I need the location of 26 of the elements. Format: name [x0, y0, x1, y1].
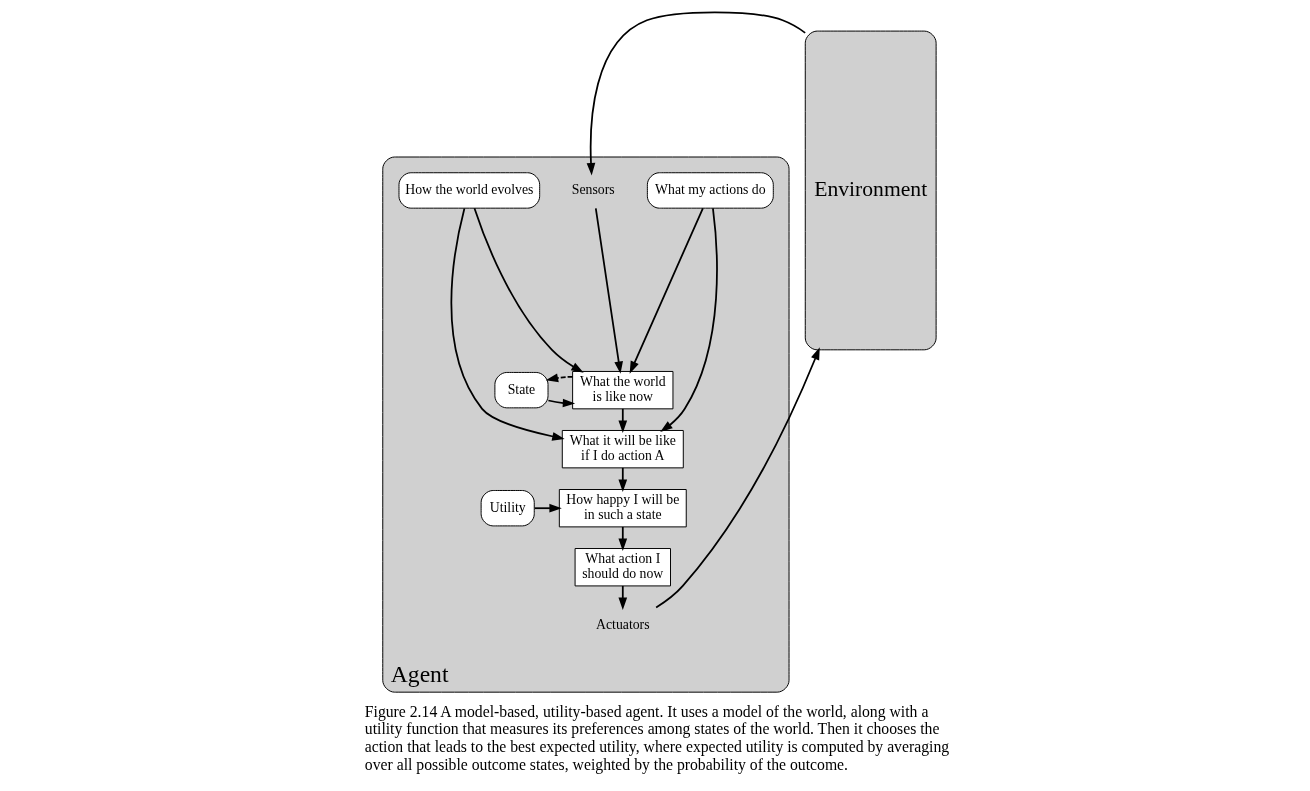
arrow — [545, 373, 573, 383]
node-box: Utility — [480, 490, 535, 527]
node-box: How happy I will be in such a state — [558, 489, 687, 528]
arrow — [654, 347, 820, 609]
arrow — [594, 207, 623, 374]
arrow — [449, 207, 565, 441]
arrow — [533, 503, 562, 513]
arrow — [629, 207, 704, 374]
node-box: How the world evolves — [398, 172, 540, 209]
arrow — [473, 207, 584, 373]
node-box: What the world is like now — [571, 370, 673, 410]
node-box: State — [493, 371, 548, 409]
arrow — [617, 467, 627, 492]
arrow — [617, 408, 627, 433]
arrow — [617, 585, 627, 610]
node-box: What my actions do — [646, 172, 774, 209]
node-text: Actuators — [595, 616, 650, 632]
arrow — [659, 207, 718, 432]
arrow — [617, 526, 627, 551]
arrow — [586, 11, 806, 176]
node-box: Environment — [804, 30, 937, 351]
arrow — [547, 398, 575, 408]
caption: Figure 2.14 A model-based, utility-based agent. It uses a model of the world, along with a utility function that measures its preferences among states of the world. Then it chooses the action that leads to the best expected utility, where expected utility is computed by averaging over all possible outcome states, weighted by the probability of the outcome. — [364, 702, 949, 773]
node-box: What it will be like if I do action A — [561, 430, 684, 469]
node-box: What action I should do now — [574, 548, 671, 587]
node-text: Sensors — [571, 182, 615, 198]
